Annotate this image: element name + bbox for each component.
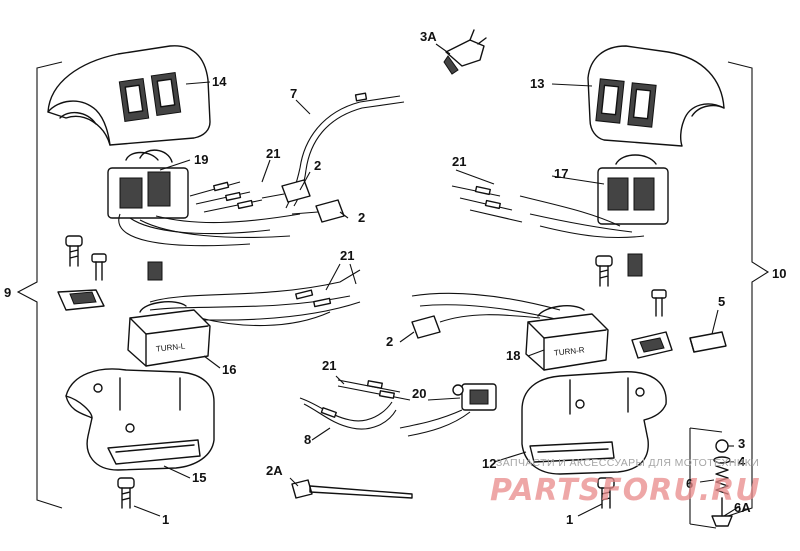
label-1-right: 1 — [566, 512, 573, 527]
part-14-left-housing-cover — [47, 45, 211, 146]
label-2-upper-b: 2 — [358, 210, 365, 225]
part-2-connector-middle — [411, 292, 561, 339]
part-13-right-housing-cover — [587, 45, 725, 147]
label-21-upper-left: 21 — [266, 146, 280, 161]
label-6a: 6A — [734, 500, 751, 515]
label-10: 10 — [772, 266, 786, 281]
part-21-and-8-wires — [299, 379, 411, 430]
label-16: 16 — [222, 362, 236, 377]
label-19: 19 — [194, 152, 208, 167]
watermark-brand: PARTSFORU.RU — [490, 473, 761, 508]
leader-lines — [133, 43, 741, 517]
part-20-module — [399, 383, 497, 437]
label-8: 8 — [304, 432, 311, 447]
label-17: 17 — [554, 166, 568, 181]
part-2-connectors-upper — [261, 179, 345, 223]
label-13: 13 — [530, 76, 544, 91]
part-21-middle-left-wires — [149, 269, 361, 327]
label-3a: 3A — [420, 29, 437, 44]
label-1-left: 1 — [162, 512, 169, 527]
label-12: 12 — [482, 456, 496, 471]
turn-r-switch-text: TURN-R — [554, 345, 586, 357]
part-17-right-switch-assembly — [519, 154, 669, 239]
watermark: ЗАПЧАСТИ И АКСЕССУАРЫ ДЛЯ МОТОТЕХНИКИ PA… — [490, 457, 761, 508]
part-3a-clip — [443, 29, 487, 75]
bracket-10 — [727, 61, 770, 517]
label-4: 4 — [738, 454, 746, 469]
watermark-caption: ЗАПЧАСТИ И АКСЕССУАРЫ ДЛЯ МОТОТЕХНИКИ — [496, 457, 759, 469]
part-19-left-switch-assembly — [107, 149, 301, 247]
part-21-upper-left-connectors — [189, 181, 263, 213]
label-18: 18 — [506, 348, 520, 363]
label-9: 9 — [4, 285, 11, 300]
bracket-9 — [16, 61, 63, 509]
part-16-turn-left-switch: TURN-L — [127, 301, 211, 367]
label-2a: 2A — [266, 463, 283, 478]
part-12-right-lower-housing — [521, 371, 667, 475]
part-1-left-screw — [117, 477, 135, 509]
left-fasteners — [57, 235, 163, 311]
label-21-lower: 21 — [322, 358, 336, 373]
part-15-left-lower-housing — [65, 368, 215, 471]
label-3: 3 — [738, 436, 745, 451]
part-18-turn-right-switch: TURN-R — [525, 305, 609, 371]
label-14: 14 — [212, 74, 227, 89]
part-1-right-screw — [597, 477, 615, 509]
right-fasteners — [595, 253, 673, 359]
label-20: 20 — [412, 386, 426, 401]
parts-3-4-6-6a-detent-stack — [689, 427, 733, 529]
label-21-middle: 21 — [340, 248, 354, 263]
callout-labels: 14 13 3A 19 17 7 21 21 2 2 21 9 10 5 2 1… — [4, 29, 786, 527]
label-6: 6 — [686, 476, 693, 491]
label-2-middle: 2 — [386, 334, 393, 349]
turn-l-switch-text: TURN-L — [156, 342, 187, 354]
label-2-upper-a: 2 — [314, 158, 321, 173]
label-5: 5 — [718, 294, 725, 309]
part-2a-cable-tie — [291, 479, 413, 499]
part-5-pad — [689, 331, 727, 353]
label-21-upper-right: 21 — [452, 154, 466, 169]
label-7: 7 — [290, 86, 297, 101]
label-15: 15 — [192, 470, 206, 485]
part-21-upper-right-connectors — [451, 185, 523, 223]
